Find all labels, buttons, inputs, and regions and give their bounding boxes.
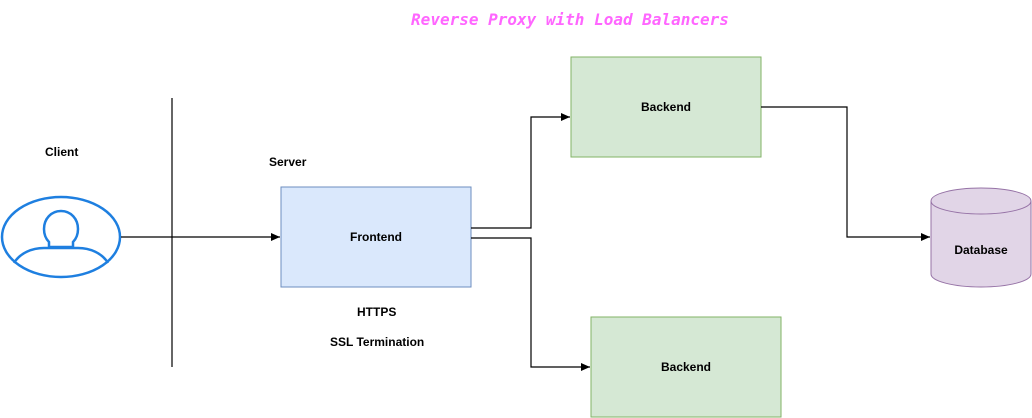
database-cylinder[interactable] (930, 187, 1032, 288)
server-label: Server (269, 155, 307, 169)
backend-bottom-box[interactable] (590, 316, 782, 418)
diagram-title: Reverse Proxy with Load Balancers (411, 10, 729, 29)
database-label: Database (954, 243, 1008, 257)
connector-frontend-backend-top (471, 113, 570, 229)
connector-frontend-backend-bottom (471, 237, 590, 371)
ssl-termination-label: SSL Termination (330, 335, 425, 349)
https-label: HTTPS (357, 305, 397, 319)
backend-top-box[interactable] (570, 56, 762, 158)
frontend-label: Frontend (350, 230, 402, 244)
user-icon (0, 195, 122, 279)
connector-backend-database (761, 106, 930, 241)
client-label: Client (45, 145, 79, 159)
frontend-box[interactable] (280, 186, 472, 288)
backend-bottom-label: Backend (660, 360, 712, 374)
backend-top-label: Backend (640, 100, 692, 114)
